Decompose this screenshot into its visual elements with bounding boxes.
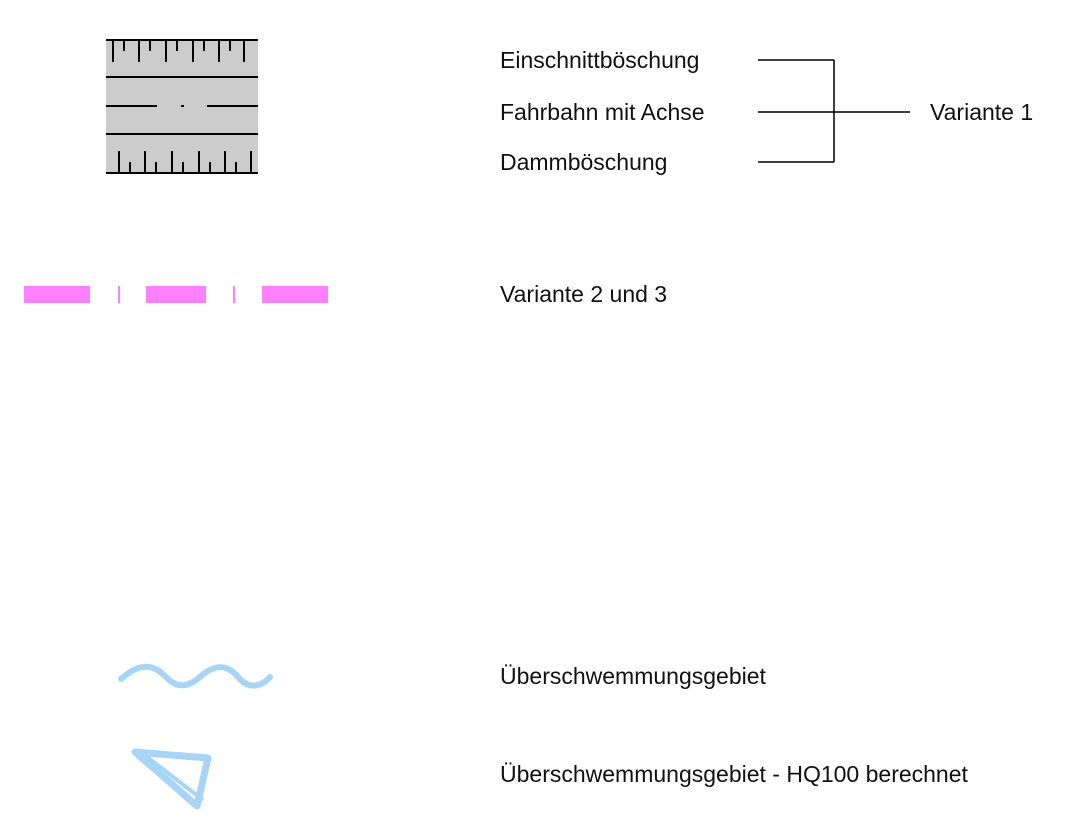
dash-segment: [262, 286, 328, 303]
dot-segment: [118, 286, 120, 303]
legend-label-embankment-slope: Dammböschung: [500, 149, 668, 175]
dot-segment: [233, 286, 235, 303]
variant23-line-symbol: [24, 286, 328, 303]
dash-segment: [146, 286, 206, 303]
cut-slope-symbol: [106, 39, 258, 78]
legend-group-label-variant1: Variante 1: [930, 99, 1034, 125]
legend-label-variant23: Variante 2 und 3: [500, 281, 668, 307]
variant1-bracket: [758, 59, 910, 163]
road-section-symbol: [106, 39, 258, 174]
legend-label-cut-slope: Einschnittböschung: [500, 47, 700, 73]
flood-hq100-triangle-symbol: [131, 748, 212, 810]
dash-segment: [24, 286, 90, 303]
flood-wave-symbol: [118, 663, 273, 689]
legend-label-flood-hq100: Überschwemmungsgebiet - HQ100 berechnet: [500, 761, 968, 787]
legend-label-flood-area: Überschwemmungsgebiet: [500, 663, 766, 689]
embankment-slope-symbol: [106, 133, 258, 174]
legend-label-roadway-axis: Fahrbahn mit Achse: [500, 99, 705, 125]
